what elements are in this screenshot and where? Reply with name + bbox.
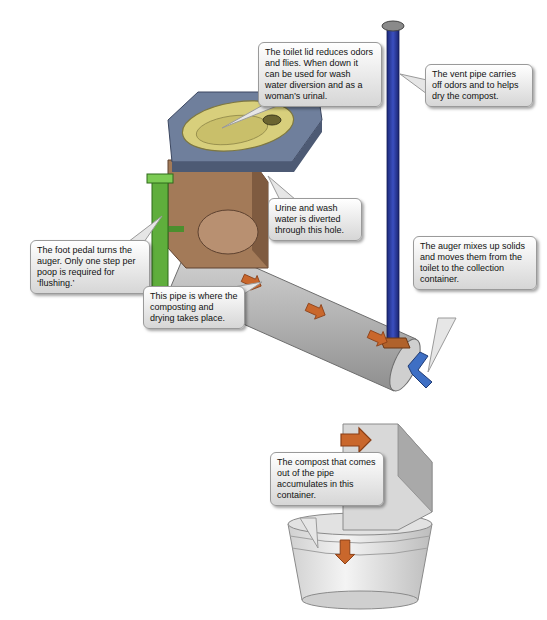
pipe-flange bbox=[198, 210, 258, 254]
vent-cap bbox=[382, 21, 404, 31]
vent-pipe bbox=[387, 28, 399, 346]
toilet-bowl bbox=[194, 111, 269, 149]
callout-text: This pipe is where the composting and dr… bbox=[150, 291, 238, 324]
callout-box: The compost that comes out of the pipe a… bbox=[270, 452, 384, 506]
flow-arrow bbox=[304, 300, 329, 323]
callout-box: The vent pipe carries off odors and to h… bbox=[425, 64, 533, 107]
callout-text: The vent pipe carries off odors and to h… bbox=[432, 69, 526, 102]
callout-pointer bbox=[128, 216, 162, 242]
chute-elbow bbox=[398, 424, 432, 512]
pedal-top bbox=[147, 174, 173, 183]
foot-pedal bbox=[152, 180, 168, 292]
urine-hole bbox=[263, 115, 281, 125]
callout-text: Urine and wash water is diverted through… bbox=[275, 203, 355, 236]
callout-text: The toilet lid reduces odors and flies. … bbox=[265, 47, 375, 102]
callout-text: The foot pedal turns the auger. Only one… bbox=[37, 245, 143, 289]
toilet-base bbox=[168, 160, 268, 268]
callout-pointer bbox=[300, 518, 318, 548]
callout-text: The compost that comes out of the pipe a… bbox=[277, 457, 377, 501]
callout-box: Urine and wash water is diverted through… bbox=[268, 198, 362, 241]
callout-box: This pipe is where the composting and dr… bbox=[143, 286, 245, 329]
callout-box: The auger mixes up solids and moves them… bbox=[413, 236, 537, 290]
callout-pointer bbox=[268, 176, 296, 200]
pedal-bracket bbox=[168, 226, 184, 232]
bucket-bottom bbox=[302, 591, 418, 609]
callout-box: The foot pedal turns the auger. Only one… bbox=[30, 240, 150, 294]
bucket-ribs bbox=[290, 536, 430, 555]
flow-arrow bbox=[341, 428, 371, 452]
callout-box: The toilet lid reduces odors and flies. … bbox=[258, 42, 382, 107]
callout-pointer bbox=[428, 318, 456, 372]
callout-pointer bbox=[400, 74, 427, 94]
toilet-base-side bbox=[252, 160, 268, 268]
flow-arrow bbox=[366, 327, 391, 350]
callout-text: The auger mixes up solids and moves them… bbox=[420, 241, 530, 285]
flow-arrow bbox=[335, 540, 354, 564]
